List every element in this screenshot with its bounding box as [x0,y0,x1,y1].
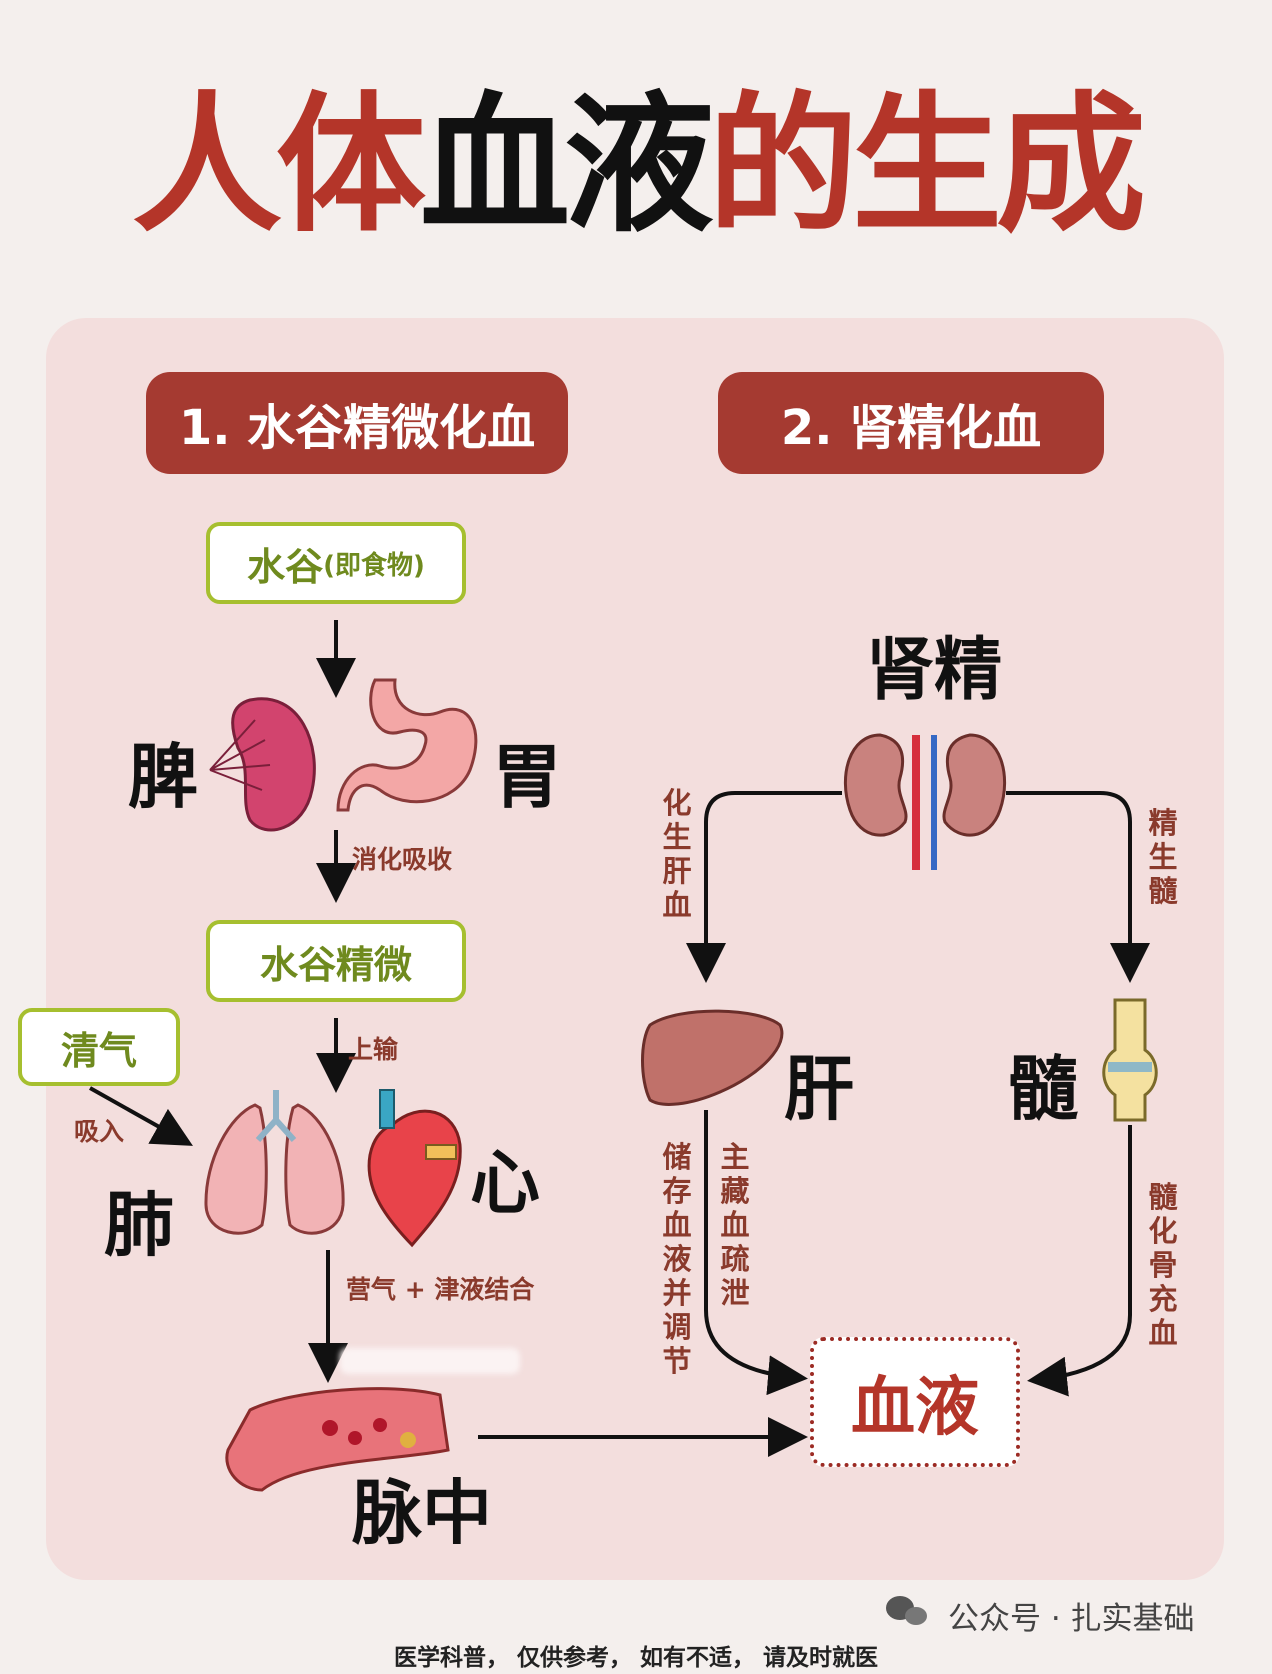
label-combine: 营气 + 津液结合 [346,1275,535,1304]
blood-vessel-icon [225,1387,450,1492]
label-spleen: 脾 [128,735,198,818]
label-marrow: 髓 [1008,1047,1078,1130]
label-store-liver-func: 主藏血疏泄 [720,1140,750,1310]
section-header-left: 1. 水谷精微化血 [146,372,568,474]
footer-disclaimer: 医学科普， 仅供参考， 如有不适， 请及时就医 [393,1645,879,1671]
food-box: 水谷(即食物) [206,522,466,604]
arrow-kidney-to-marrow [1006,791,1150,983]
label-up: 上输 [348,1035,399,1064]
essence-box: 水谷精微 [206,920,466,1002]
label-heart: 心 [470,1141,540,1224]
spleen-icon [209,697,316,832]
heart-icon [367,1089,462,1248]
blurred-text [340,1348,520,1374]
blood-box: 血液 [810,1337,1020,1467]
label-vessel: 脉中 [352,1471,492,1554]
label-kidney-essence: 肾精 [866,630,1003,710]
section-header-right: 2. 肾精化血 [718,372,1104,474]
label-lung: 肺 [104,1183,174,1266]
watermark: 公众号 · 扎实基础 [948,1601,1195,1637]
label-marrow-blood: 髓化骨充血 [1148,1180,1178,1350]
bone-joint-icon [1102,998,1158,1122]
label-stomach: 胃 [492,735,562,818]
label-inhale: 吸入 [74,1117,125,1146]
label-liver: 肝 [784,1047,854,1130]
arrow-kidney-to-liver [686,791,842,983]
stomach-icon [336,678,478,812]
wechat-icon [886,1596,927,1625]
page-title: 人体血液的生成 [131,77,1146,253]
label-essence-generates-marrow: 精生髓 [1148,806,1178,908]
arrow-marrow-to-blood [1027,1125,1132,1397]
qingqi-box: 清气 [18,1008,180,1086]
label-generate-liver-blood: 化生肝血 [662,786,692,922]
lungs-icon [204,1090,345,1235]
label-digest: 消化吸收 [352,845,453,874]
kidneys-icon [843,733,1007,870]
liver-icon [641,1009,784,1106]
arrow-liver-to-blood [704,1110,808,1396]
label-store-blood: 储存血液并调节 [662,1140,692,1378]
arrow-qingqi-to-lung [89,1086,193,1146]
